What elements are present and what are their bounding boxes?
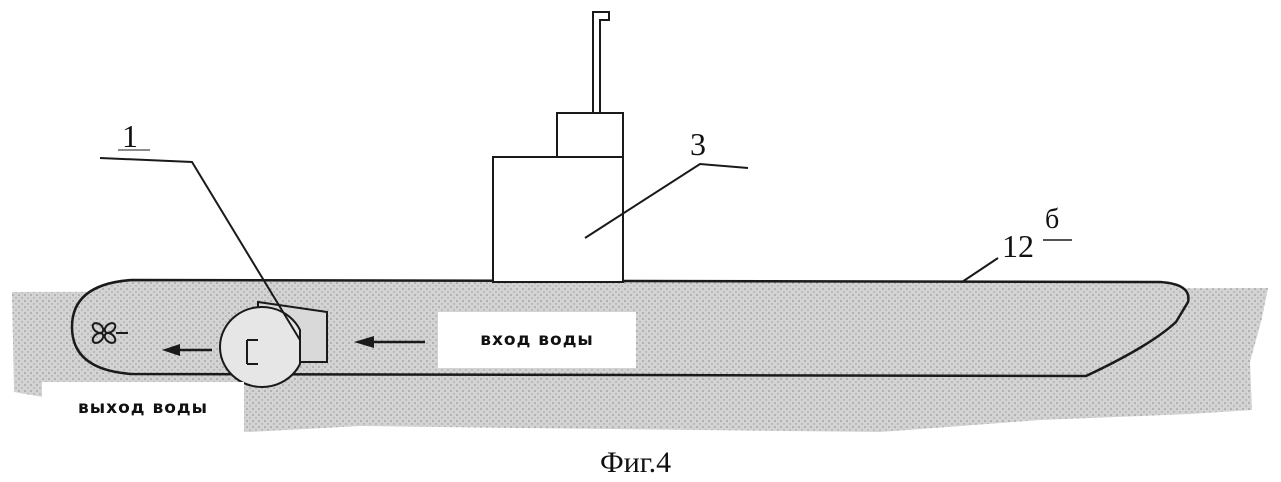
label-part-12-suffix: б [1045,206,1059,234]
periscope [593,12,609,113]
water-inlet-label: вход воды [438,312,636,368]
water-outlet-label: выход воды [42,382,244,434]
figure-caption: Фиг.4 [600,448,671,478]
label-part-12: 12 [1002,230,1034,262]
leader-line-12b [962,258,998,282]
label-part-3: 3 [690,128,706,160]
label-part-1: 1 [122,120,138,152]
conning-tower [493,157,623,282]
tower-top-block [557,113,623,157]
